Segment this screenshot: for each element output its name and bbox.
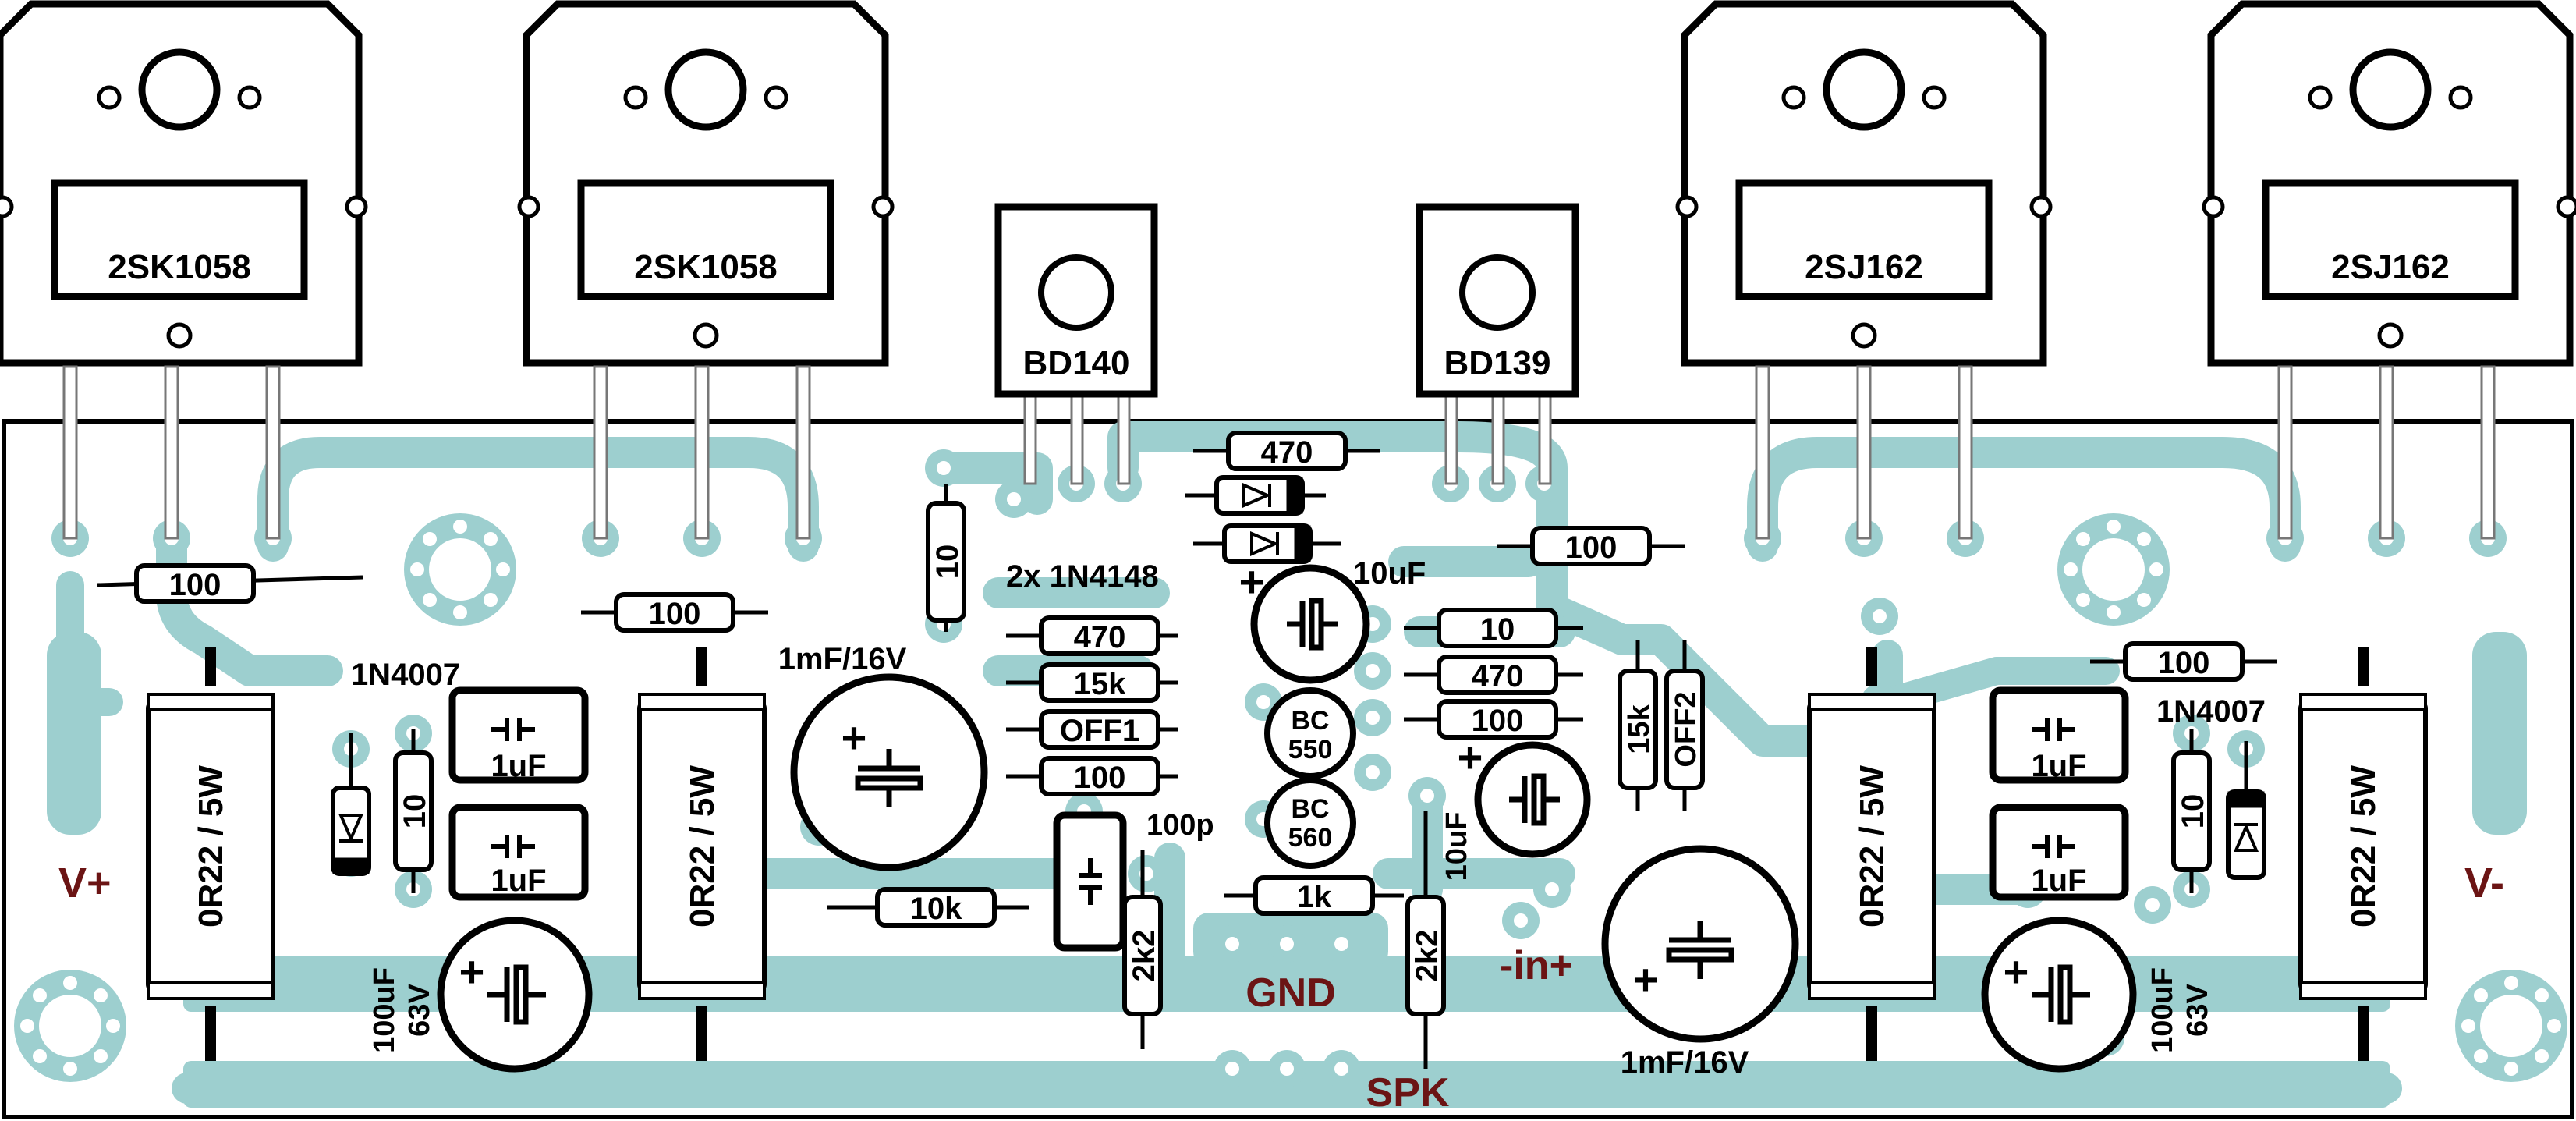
resistor-1k: 1k [1297, 880, 1332, 914]
diode-1n4007-right: 1N4007 [2156, 694, 2266, 729]
terminal-v-plus: V+ [58, 860, 112, 906]
plus-mark: + [842, 713, 867, 762]
terminal-labels: V+ V- GND SPK -in+ [58, 860, 2504, 1116]
resistor-470-top: 470 [1261, 435, 1313, 470]
transistor-bd140-label: BD140 [1023, 344, 1130, 382]
cap-10uf-top: 10uF [1353, 556, 1426, 591]
cap-100uf-left-1: 100uF [368, 967, 401, 1053]
resistor-10k: 10k [910, 892, 962, 926]
resistor-10-vertical: 10 [930, 545, 965, 580]
resistor-10-rightv: 10 [2176, 794, 2210, 829]
power-resistors [146, 647, 2428, 1061]
resistor-off2: OFF2 [1670, 691, 1703, 767]
transistor-bd139: BD139 [1419, 207, 1575, 394]
cap-100uf-right-1: 100uF [2146, 967, 2179, 1053]
resistor-100-right-top: 100 [1565, 530, 1618, 565]
transistor-2sj162-1-label: 2SJ162 [1805, 248, 1923, 286]
diode-pair-label: 2x 1N4148 [1006, 559, 1159, 594]
power-resistor-2-label: 0R22 / 5W [683, 765, 721, 928]
terminal-spk: SPK [1366, 1070, 1450, 1116]
transistor-bd140: BD140 [998, 207, 1154, 394]
transistor-2sk1058-2: 2SK1058 [519, 4, 892, 363]
cap-1uf-1: 1uF [491, 749, 546, 783]
transistor-2sj162-2: 2SJ162 [2204, 4, 2576, 363]
transistor-bc550: BC 550 [1264, 687, 1356, 779]
diode-labels: 2x 1N4148 1N4007 1N4007 [351, 559, 2266, 729]
cap-1uf-3: 1uF [2031, 749, 2086, 783]
resistor-off1: OFF1 [1060, 714, 1139, 748]
transistor-2sk1058-1-label: 2SK1058 [108, 248, 250, 286]
cap-1uf-2: 1uF [491, 864, 546, 898]
cap-100uf-right-2: 63V [2181, 984, 2214, 1037]
resistor-2k2-left: 2k2 [1127, 930, 1161, 982]
transistor-2sk1058-1: 2SK1058 [0, 4, 366, 363]
transistor-2sj162-1: 2SJ162 [1678, 4, 2050, 363]
resistor-470-mid: 470 [1074, 620, 1126, 655]
resistor-10-right: 10 [1480, 612, 1515, 647]
resistor-10-left: 10 [398, 794, 432, 829]
terminal-gnd: GND [1245, 970, 1336, 1016]
resistor-15k-vertical: 15k [1623, 704, 1656, 754]
plus-mark: + [1458, 733, 1483, 782]
resistor-470-right: 470 [1472, 659, 1524, 694]
plus-mark: + [1239, 557, 1265, 606]
resistor-100-mid: 100 [1074, 761, 1126, 795]
cap-1mf-right: 1mF/16V [1621, 1045, 1749, 1080]
cap-1mf-left: 1mF/16V [778, 642, 907, 676]
cap-100uf-left-2: 63V [403, 984, 436, 1037]
transistor-bc560-label-1: BC [1291, 794, 1329, 824]
resistor-100-right: 100 [1472, 704, 1524, 738]
plus-mark: + [459, 947, 485, 996]
cap-10uf-vertical: 10uF [1440, 812, 1473, 882]
resistor-labels: 100 100 470 100 100 470 15k OFF1 100 10 … [169, 435, 2210, 981]
terminal-input: -in+ [1500, 943, 1573, 988]
resistors [97, 431, 2277, 1069]
transistor-bc560-label-2: 560 [1288, 823, 1333, 853]
transistor-bc550-label-2: 550 [1288, 735, 1333, 764]
resistor-2k2-right: 2k2 [1410, 930, 1444, 982]
diode-1n4007-left: 1N4007 [351, 658, 460, 692]
power-resistor-4-label: 0R22 / 5W [2344, 765, 2383, 928]
transistor-leads [62, 365, 2496, 540]
resistor-100-right-gate: 100 [2158, 646, 2210, 680]
resistor-gate-left-1: 100 [169, 568, 221, 602]
film-capacitor-labels: 1uF 1uF 1uF 1uF 100p [491, 749, 2086, 898]
transistor-bd139-label: BD139 [1444, 344, 1551, 382]
power-resistor-labels: 0R22 / 5W 0R22 / 5W 0R22 / 5W 0R22 / 5W [192, 765, 2383, 928]
capacitor-polarity-marks: + + + + + + [459, 557, 2029, 1004]
transistor-bc550-label-1: BC [1291, 706, 1329, 736]
power-resistor-3-label: 0R22 / 5W [1853, 765, 1891, 928]
electrolytic-labels: 10uF 10uF 1mF/16V 1mF/16V 100uF 63V 100u… [368, 556, 2214, 1080]
plus-mark: + [2004, 947, 2029, 996]
resistor-gate-left-2: 100 [649, 597, 701, 631]
electrolytic-capacitors [437, 564, 2137, 1073]
terminal-v-minus: V- [2464, 860, 2504, 906]
transistor-2sj162-2-label: 2SJ162 [2331, 248, 2450, 286]
transistor-bc560: BC 560 [1264, 777, 1356, 869]
film-capacitors [448, 686, 2129, 952]
cap-1uf-4: 1uF [2031, 864, 2086, 898]
resistor-15k: 15k [1074, 667, 1126, 701]
cap-100p: 100p [1146, 809, 1214, 842]
plus-mark: + [1633, 955, 1659, 1004]
transistor-2sk1058-2-label: 2SK1058 [634, 248, 777, 286]
power-resistor-1-label: 0R22 / 5W [192, 765, 230, 928]
diodes [331, 475, 2266, 880]
